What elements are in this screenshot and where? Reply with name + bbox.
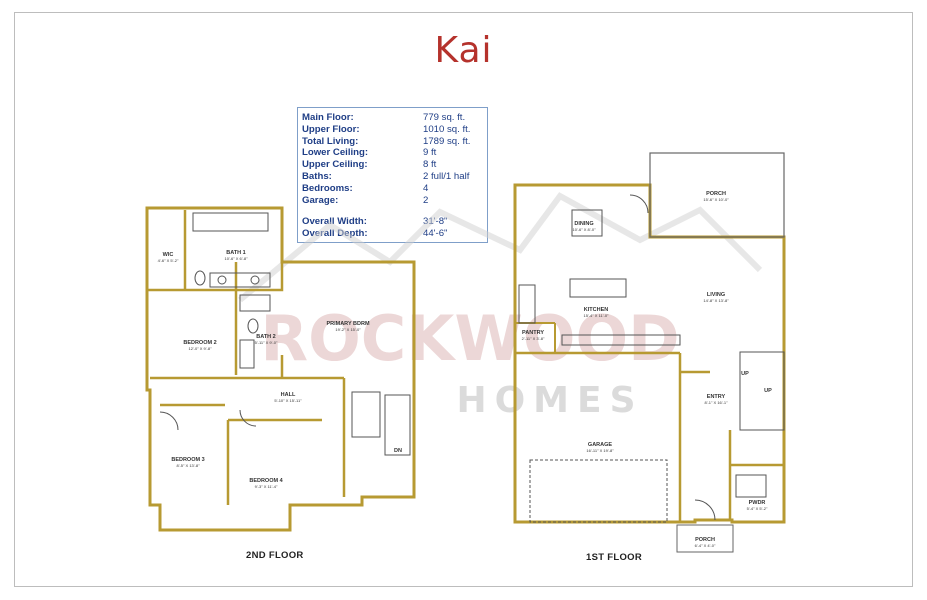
stair-up-label: UP	[741, 371, 749, 377]
spec-upper-ceiling: Upper Ceiling:8 ft	[302, 159, 437, 171]
stair-up-label: UP	[764, 388, 772, 394]
room-dim: 15'-4" X 11'-0"	[584, 313, 610, 318]
bathtub-icon	[192, 212, 269, 232]
room-name: BEDROOM 4	[249, 478, 283, 484]
room-dim: 5'-4" X 5'-2"	[747, 506, 768, 511]
door-swing-icon	[629, 194, 649, 214]
room-dim: 10'-6" X 6'-8"	[224, 256, 248, 261]
room-name: HALL	[281, 392, 296, 398]
room-name: LIVING	[707, 292, 725, 298]
room-dim: 2'-11" X 3'-8"	[522, 336, 545, 341]
sink-icon	[250, 275, 260, 285]
second-floor-fixtures	[159, 212, 411, 456]
room-dim: 5'-11" X 9'-0"	[255, 340, 278, 345]
porch-outline	[649, 152, 785, 238]
second-floor-label: 2ND FLOOR	[246, 550, 304, 561]
room-dim: 16'-11" X 19'-8"	[586, 448, 614, 453]
room-dim: 19'-2" X 15'-0"	[335, 327, 361, 332]
door-swing-icon	[694, 499, 716, 521]
front-porch-outline	[676, 524, 734, 553]
room-dim: 5'-10" X 15'-11"	[274, 398, 302, 403]
first-floor-labels: PORCH 15'-6" X 10'-0" DINING 10'-6" X 8'…	[522, 191, 773, 548]
stair-icon	[739, 351, 785, 431]
spec-table: Main Floor:779 sq. ft. Upper Floor:1010 …	[297, 107, 488, 243]
spec-garage: Garage:2	[302, 194, 429, 206]
first-floor-label: 1ST FLOOR	[586, 552, 643, 563]
room-name: BATH 2	[256, 334, 275, 340]
shelving-icon	[351, 391, 381, 438]
second-floor-plan	[145, 206, 416, 532]
room-name: ENTRY	[707, 394, 726, 400]
room-name: DINING	[574, 221, 593, 227]
room-dim: 8'-5" X 13'-8"	[176, 463, 200, 468]
spec-overall-depth: Overall Depth:44'-6"	[302, 228, 448, 240]
room-dim: 15'-6" X 10'-0"	[703, 197, 729, 202]
room-dim: 14'-8" X 13'-8"	[703, 298, 729, 303]
room-name: PANTRY	[522, 330, 544, 336]
room-name: KITCHEN	[584, 307, 608, 313]
spec-total-living: Total Living:1789 sq. ft.	[302, 135, 471, 147]
plan-title: Kai	[434, 30, 493, 71]
room-name: PWDR	[749, 500, 766, 506]
first-floor-fixtures	[518, 152, 785, 553]
room-dim: 12'-0" X 9'-8"	[188, 346, 212, 351]
room-dim: 4'-6" X 5'-2"	[158, 258, 179, 263]
spec-lower-ceiling: Lower Ceiling:9 ft	[302, 147, 437, 159]
room-name: PORCH	[695, 537, 715, 543]
counter-icon	[561, 334, 681, 346]
vanity-icon	[239, 339, 255, 369]
sink-icon	[217, 275, 227, 285]
room-dim: 8'-1" X 16'-1"	[704, 400, 728, 405]
room-dim: 10'-6" X 8'-0"	[572, 227, 596, 232]
room-dim: 9'-3" X 11'-4"	[255, 484, 278, 489]
stair-dn-label: DN	[394, 448, 402, 454]
spec-bedrooms: Bedrooms:4	[302, 182, 429, 194]
spec-main-floor: Main Floor:779 sq. ft.	[302, 112, 466, 123]
toilet-icon	[247, 318, 259, 334]
room-dim: 6'-4" X 4'-0"	[695, 543, 716, 548]
toilet-icon	[194, 270, 206, 286]
second-floor-labels: WIC 4'-6" X 5'-2" BATH 1 10'-6" X 6'-8" …	[158, 250, 402, 489]
door-swing-icon	[239, 409, 257, 427]
door-swing-icon	[159, 411, 179, 431]
spec-baths: Baths:2 full/1 half	[302, 170, 470, 182]
dining-table-icon	[571, 209, 603, 237]
room-name: GARAGE	[588, 442, 612, 448]
wall	[236, 262, 284, 292]
mountain-watermark-icon	[238, 192, 763, 303]
kitchen-island-icon	[569, 278, 627, 298]
fridge-icon	[518, 284, 536, 324]
room-name: BEDROOM 2	[183, 340, 216, 346]
bathtub-icon	[239, 294, 271, 312]
stair-icon	[384, 394, 411, 456]
room-name: BATH 1	[226, 250, 245, 256]
room-name: BEDROOM 3	[171, 457, 204, 463]
spec-overall-width: Overall Width:31'-8"	[302, 216, 448, 228]
room-name: PRIMARY BDRM	[326, 321, 370, 327]
spec-upper-floor: Upper Floor:1010 sq. ft.	[302, 123, 471, 135]
room-name: PORCH	[706, 191, 726, 197]
vanity-icon	[209, 272, 271, 288]
room-name: WIC	[163, 252, 174, 258]
sheet-border	[14, 12, 913, 587]
powder-vanity-icon	[735, 474, 767, 498]
second-floor-outer-wall	[145, 206, 416, 532]
garage-door-icon	[529, 459, 668, 523]
